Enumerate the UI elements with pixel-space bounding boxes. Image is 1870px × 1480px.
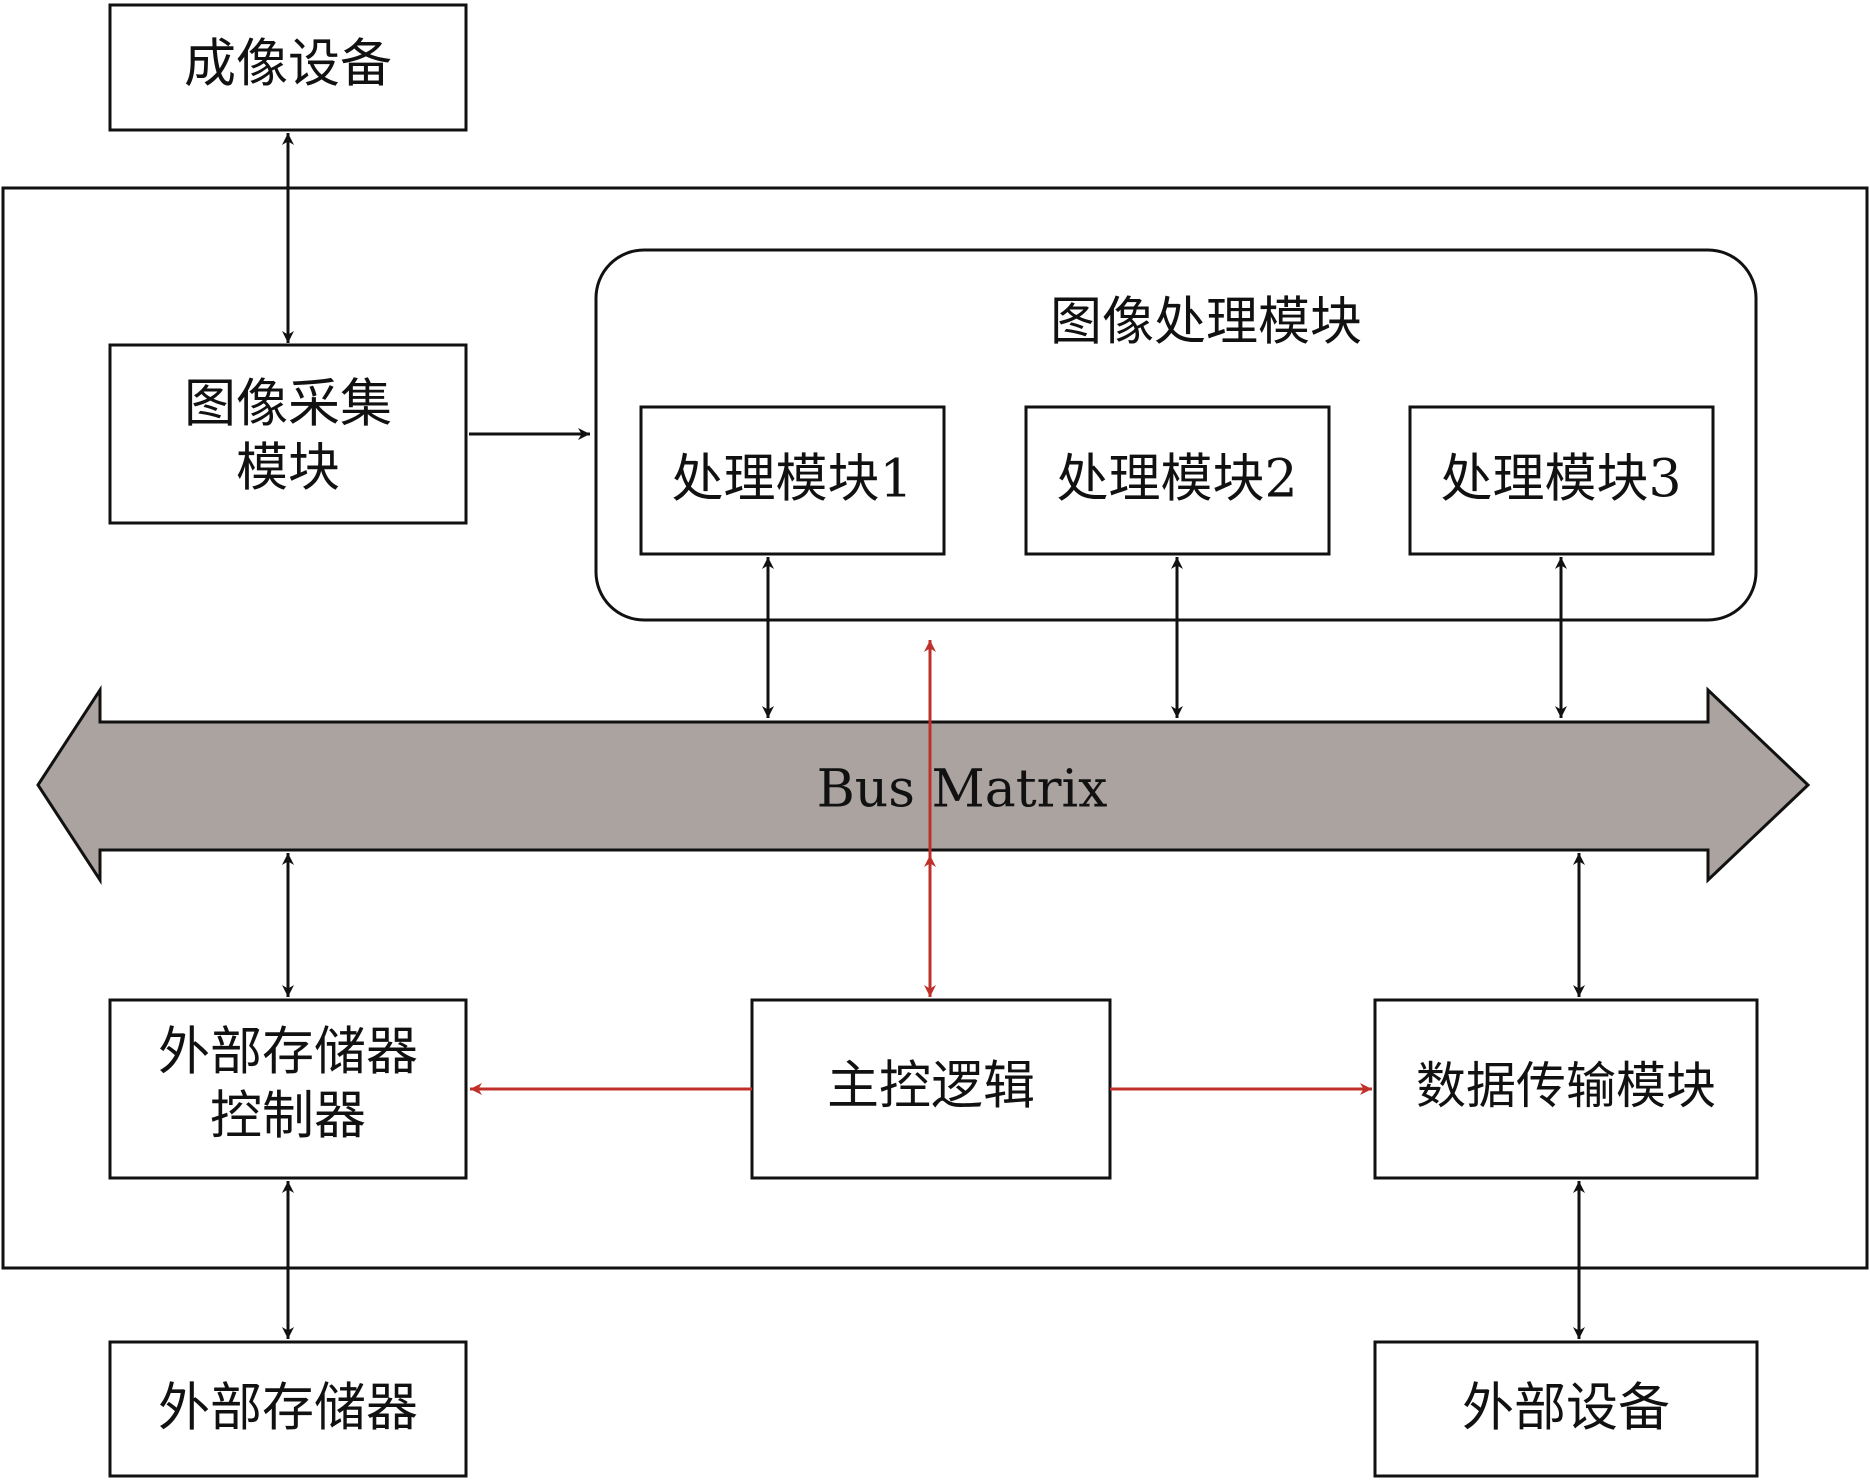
main-control-box: 主控逻辑 bbox=[750, 998, 1112, 1180]
imaging-device-label: 成像设备 bbox=[184, 35, 392, 95]
processing-module-1-box: 处理模块1 bbox=[639, 405, 946, 556]
ext-mem-ctrl-label-line2: 控制器 bbox=[210, 1087, 366, 1147]
imaging-device-box: 成像设备 bbox=[108, 3, 468, 132]
image-capture-label-line1: 图像采集 bbox=[184, 375, 392, 435]
image-processing-group-label: 图像处理模块 bbox=[1050, 293, 1362, 353]
system-boundary bbox=[1, 186, 1869, 1270]
processing-module-2-label: 处理模块2 bbox=[1056, 450, 1297, 510]
ext-mem-box: 外部存储器 bbox=[108, 1340, 468, 1478]
processing-module-3-label: 处理模块3 bbox=[1440, 450, 1681, 510]
data-transfer-label: 数据传输模块 bbox=[1416, 1057, 1716, 1115]
ext-mem-ctrl-label-line1: 外部存储器 bbox=[158, 1023, 418, 1083]
ext-mem-ctrl-box: 外部存储器 控制器 bbox=[108, 998, 468, 1180]
processing-module-2-box: 处理模块2 bbox=[1024, 405, 1331, 556]
bus-matrix: Bus Matrix bbox=[36, 684, 1811, 886]
image-capture-box: 图像采集 模块 bbox=[108, 343, 468, 525]
bus-matrix-label: Bus Matrix bbox=[817, 760, 1108, 820]
ext-mem-label: 外部存储器 bbox=[158, 1379, 418, 1439]
processing-module-3-box: 处理模块3 bbox=[1408, 405, 1715, 556]
main-control-label: 主控逻辑 bbox=[827, 1057, 1035, 1117]
image-capture-label-line2: 模块 bbox=[236, 439, 340, 499]
processing-module-1-label: 处理模块1 bbox=[671, 450, 912, 510]
ext-device-label: 外部设备 bbox=[1462, 1379, 1670, 1439]
data-transfer-box: 数据传输模块 bbox=[1373, 998, 1759, 1180]
ext-device-box: 外部设备 bbox=[1373, 1340, 1759, 1478]
